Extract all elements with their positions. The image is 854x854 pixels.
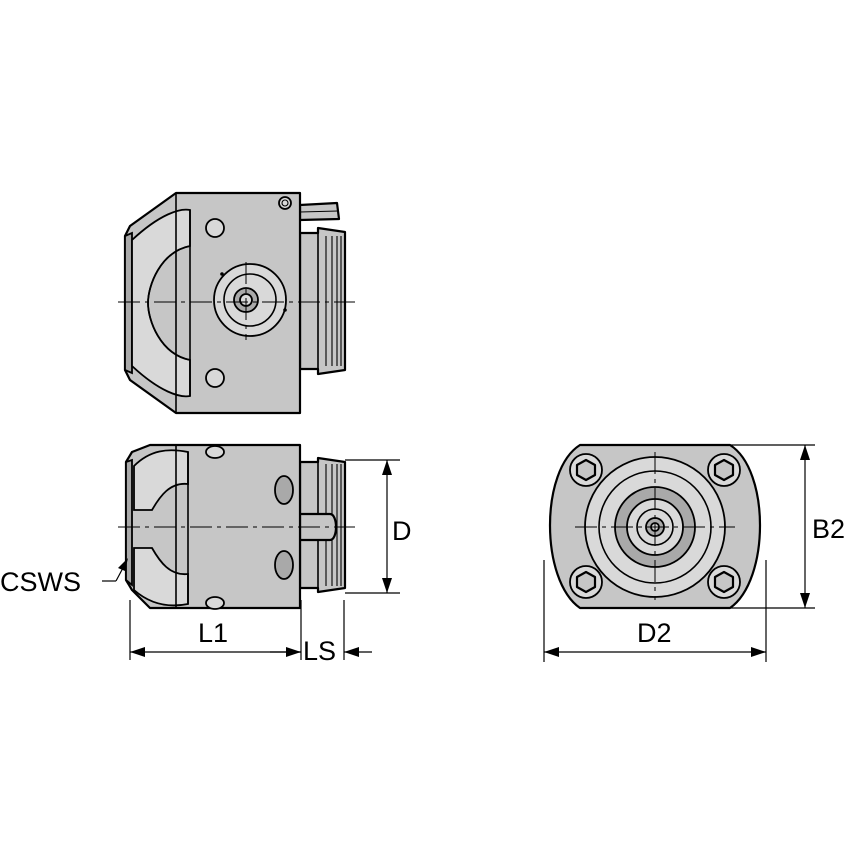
bolt-bottom-right <box>707 565 741 599</box>
bolt-bottom-left <box>569 565 603 599</box>
callout-csws: CSWS <box>0 558 128 597</box>
dimension-ls: LS <box>270 600 372 666</box>
bolt-top-right <box>707 453 741 487</box>
end-view <box>549 443 761 610</box>
dimension-d2: D2 <box>543 560 767 662</box>
label-d2: D2 <box>637 618 672 648</box>
label-b2: B2 <box>812 514 845 544</box>
dimension-b2: B2 <box>730 444 845 609</box>
label-csws: CSWS <box>0 567 81 597</box>
front-view <box>118 443 355 610</box>
bolt-top-left <box>569 453 603 487</box>
top-view <box>118 191 355 415</box>
label-d: D <box>392 516 412 546</box>
label-l1: L1 <box>198 618 228 648</box>
label-ls: LS <box>303 636 336 666</box>
dimension-d: D <box>345 459 412 594</box>
